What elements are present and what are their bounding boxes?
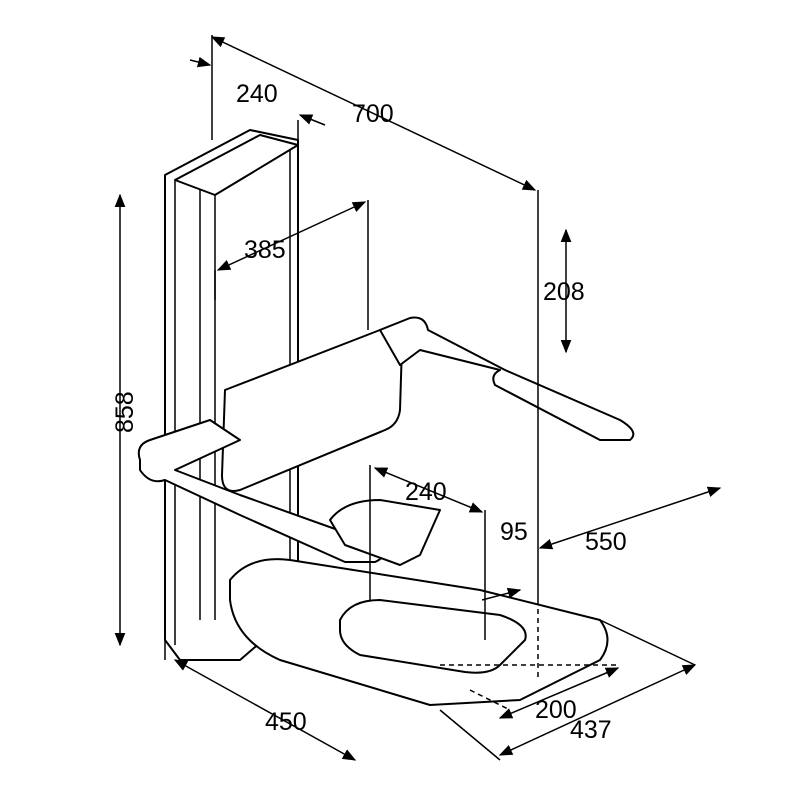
dimension-lines — [114, 35, 722, 761]
dim-overall-depth: 700 — [352, 100, 394, 128]
dim-seat-width: 450 — [265, 708, 307, 736]
dim-column-depth: 240 — [236, 80, 278, 108]
dim-seat-depth: 437 — [570, 716, 612, 744]
dim-overall-height: 858 — [111, 391, 139, 433]
dim-seat-opening-depth: 200 — [535, 696, 577, 724]
dim-backrest-height: 385 — [244, 236, 286, 264]
dim-seat-opening-width: 240 — [405, 478, 447, 506]
dim-armrest-height: 208 — [543, 278, 585, 306]
dim-armrest-length: 550 — [585, 528, 627, 556]
dim-seat-front-offset: 95 — [500, 518, 528, 546]
armrest-right — [379, 316, 635, 441]
